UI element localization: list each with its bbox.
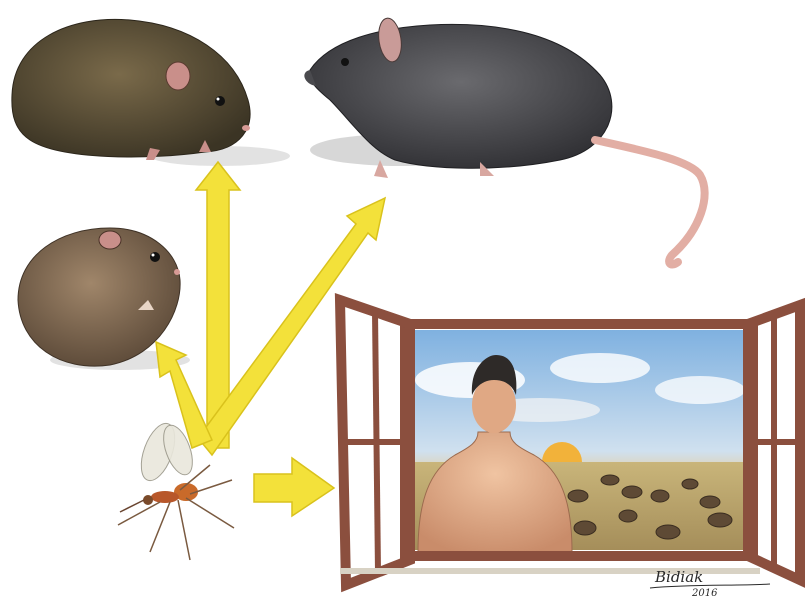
arrow-to-human <box>254 458 334 516</box>
window-scene <box>340 300 800 585</box>
signature-name: Bidiak <box>655 568 703 586</box>
rodent-top-left <box>12 19 290 166</box>
signature-year: 2016 <box>692 588 717 599</box>
